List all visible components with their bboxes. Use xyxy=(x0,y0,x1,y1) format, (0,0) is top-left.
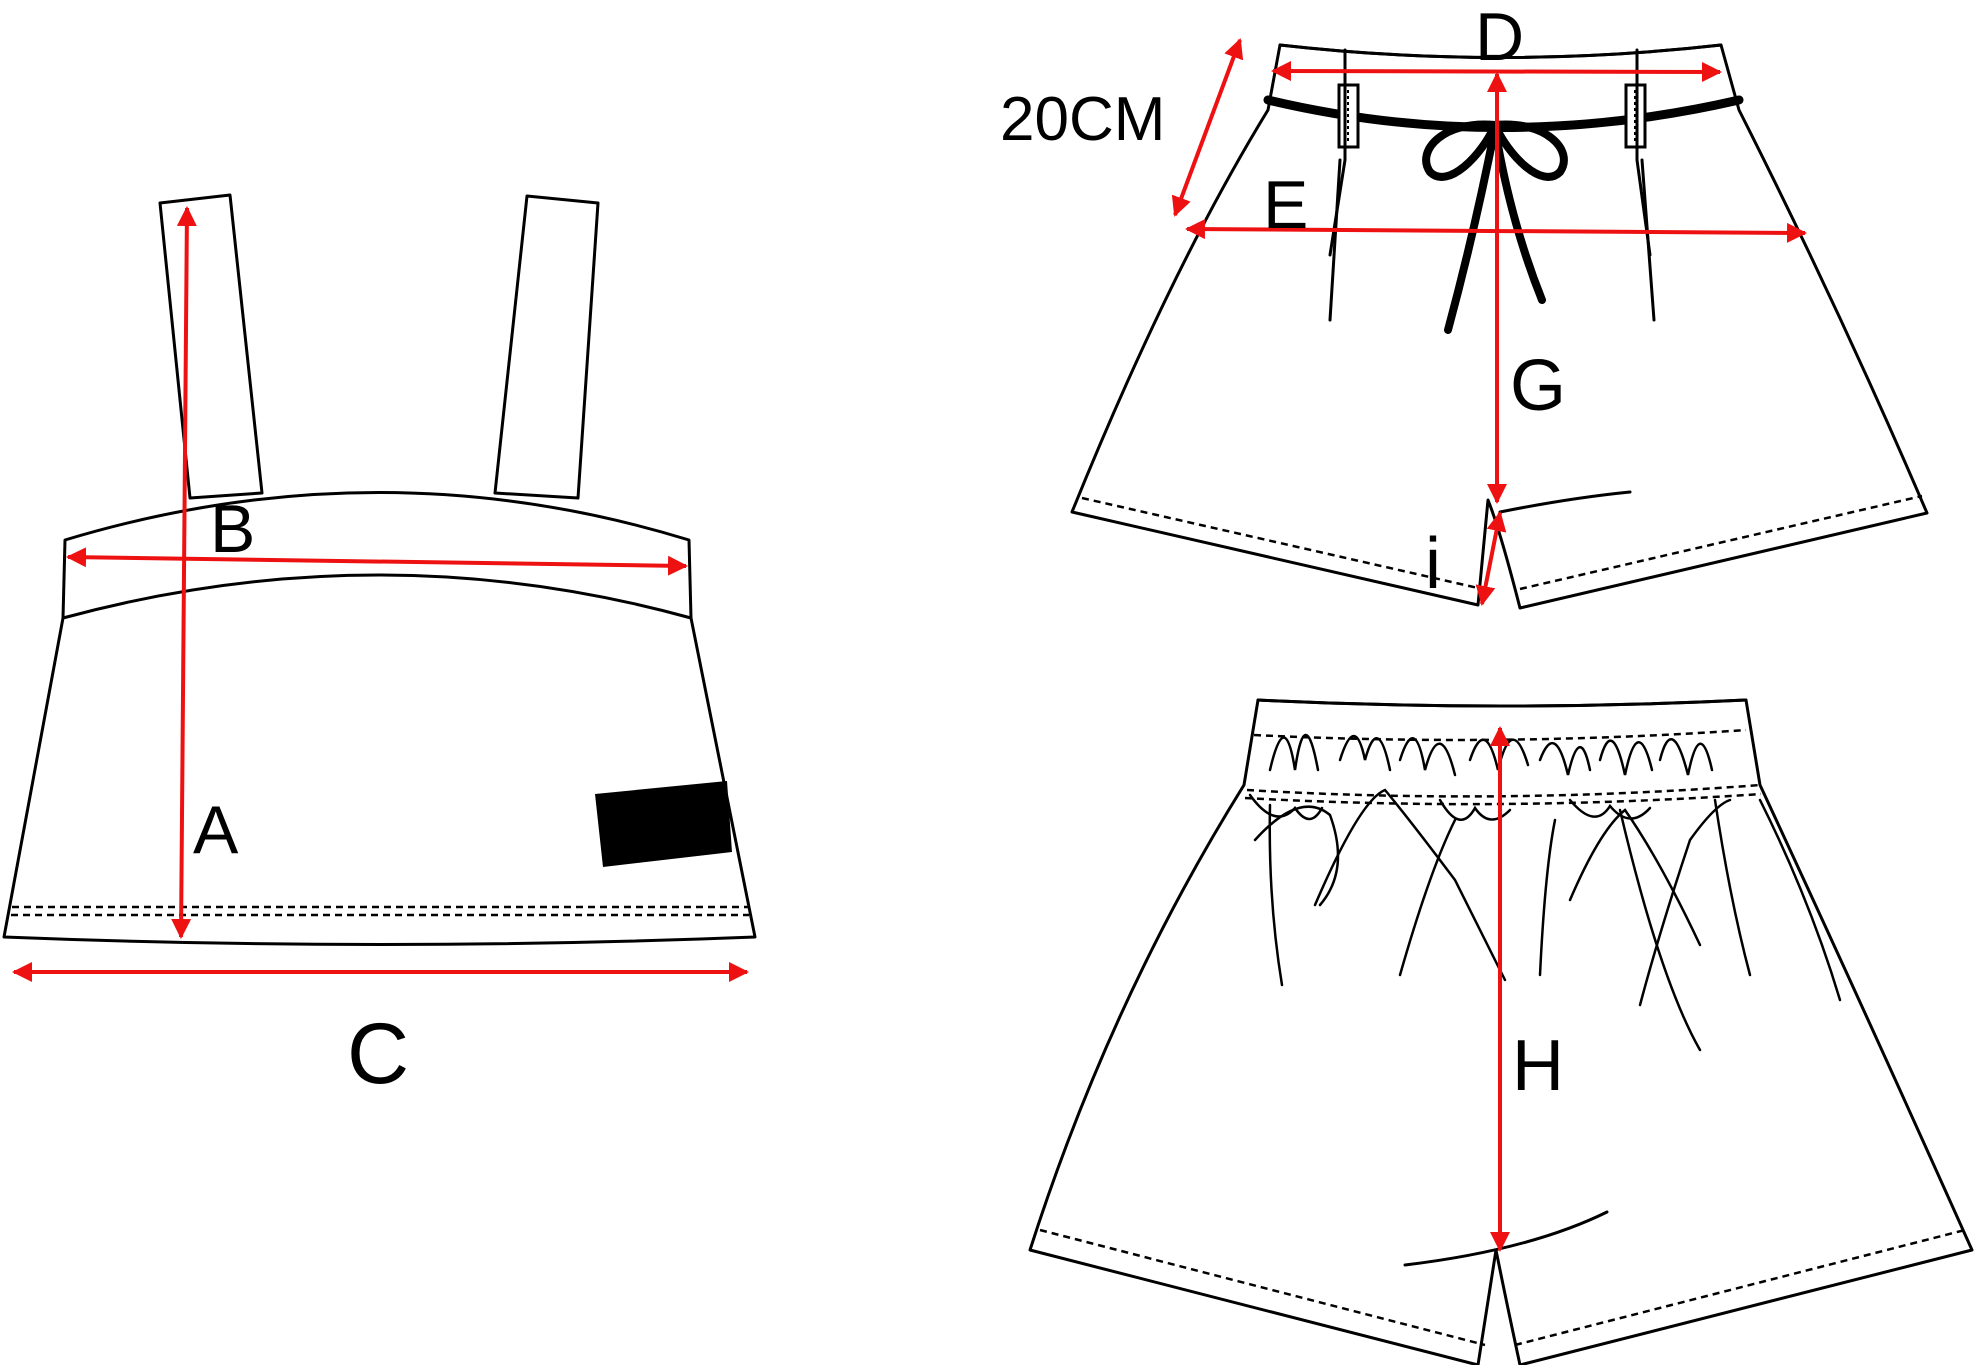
back-left-hem-stitch xyxy=(1039,1228,1486,1347)
measure-20cm-arrow xyxy=(1171,38,1244,217)
front-left-hem-stitch xyxy=(1081,496,1479,590)
back-fabric-folds xyxy=(1253,788,1842,1052)
front-crotch-curve xyxy=(1498,490,1632,514)
label-i: i xyxy=(1425,524,1441,604)
right-strap xyxy=(493,194,600,500)
measure-d-arrow xyxy=(1271,61,1722,82)
crop-top xyxy=(2,193,757,946)
label-d: D xyxy=(1475,0,1524,75)
label-e: E xyxy=(1263,167,1308,243)
label-a: A xyxy=(193,792,239,868)
back-crotch-curve xyxy=(1403,1210,1609,1267)
label-h: H xyxy=(1512,1026,1564,1106)
back-right-hem-stitch xyxy=(1514,1228,1966,1347)
label-g: G xyxy=(1510,346,1566,426)
back-waistband-top xyxy=(1256,698,1748,708)
label-c: C xyxy=(347,1006,409,1102)
label-20cm: 20CM xyxy=(1000,85,1165,154)
label-b: B xyxy=(210,491,255,567)
top-label-patch xyxy=(595,781,732,867)
front-waistband-top xyxy=(1278,43,1723,59)
measure-b-arrow xyxy=(66,547,688,576)
front-right-hem-stitch xyxy=(1519,494,1923,591)
left-strap xyxy=(158,193,264,500)
measure-i-arrow xyxy=(1475,511,1507,606)
